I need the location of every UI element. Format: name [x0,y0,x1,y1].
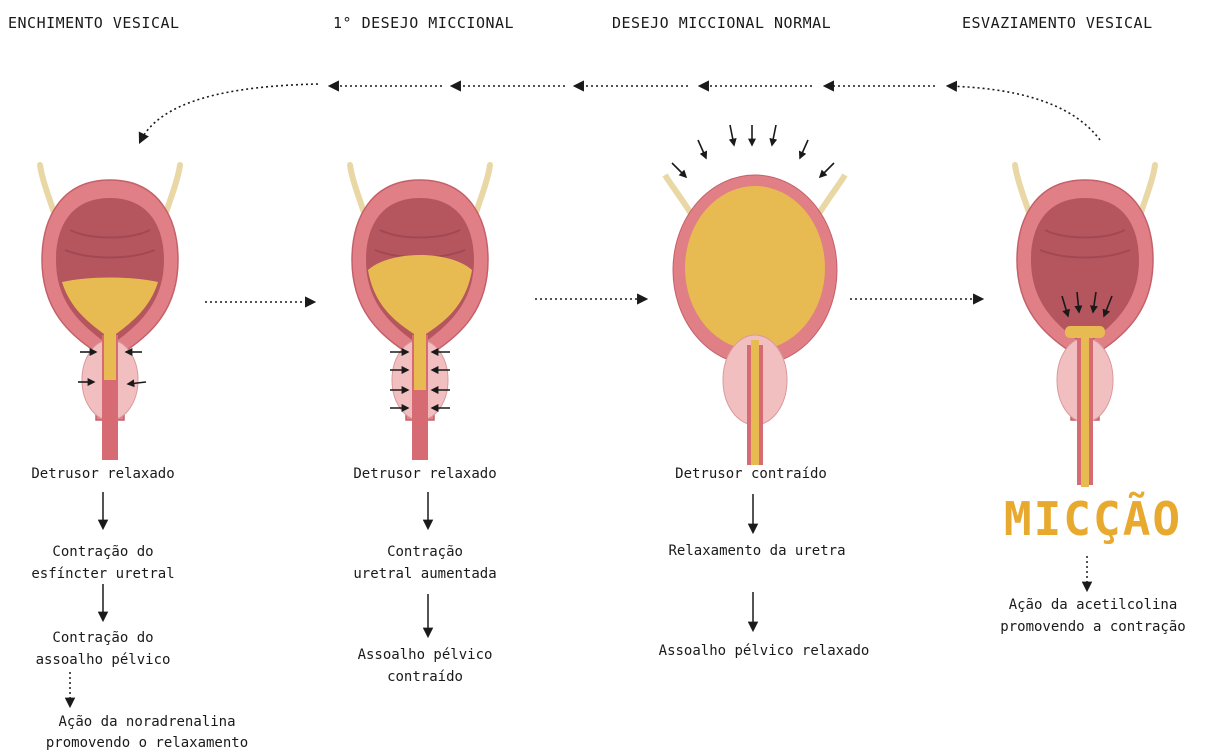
stage3-step1: Detrusor contraído [675,463,827,485]
stage1-step3: Contração do assoalho pélvico [36,627,171,671]
stage3-step3: Assoalho pélvico relaxado [659,640,870,662]
bladder-illustration [1015,165,1155,487]
miccao-outcome: MICÇÃO [1004,492,1182,546]
bladder-illustration [350,165,490,460]
dotted-arrow [205,299,982,302]
stage2-step1: Detrusor relaxado [353,463,496,485]
stage3-step2: Relaxamento da uretra [668,540,845,562]
stage1-step1: Detrusor relaxado [31,463,174,485]
stage2-step3: Assoalho pélvico contraído [358,644,493,688]
stage4-note: Ação da acetilcolina promovendo a contra… [1000,594,1185,638]
stage1-note: Ação da noradrenalina promovendo o relax… [46,712,248,754]
dotted-arrow [140,84,1100,142]
bladder-illustration [40,165,180,460]
stage1-step2: Contração do esfíncter uretral [31,541,174,585]
bladder-illustration [665,175,845,465]
stage2-step2: Contração uretral aumentada [353,541,496,585]
pressure-arrow [672,125,834,177]
